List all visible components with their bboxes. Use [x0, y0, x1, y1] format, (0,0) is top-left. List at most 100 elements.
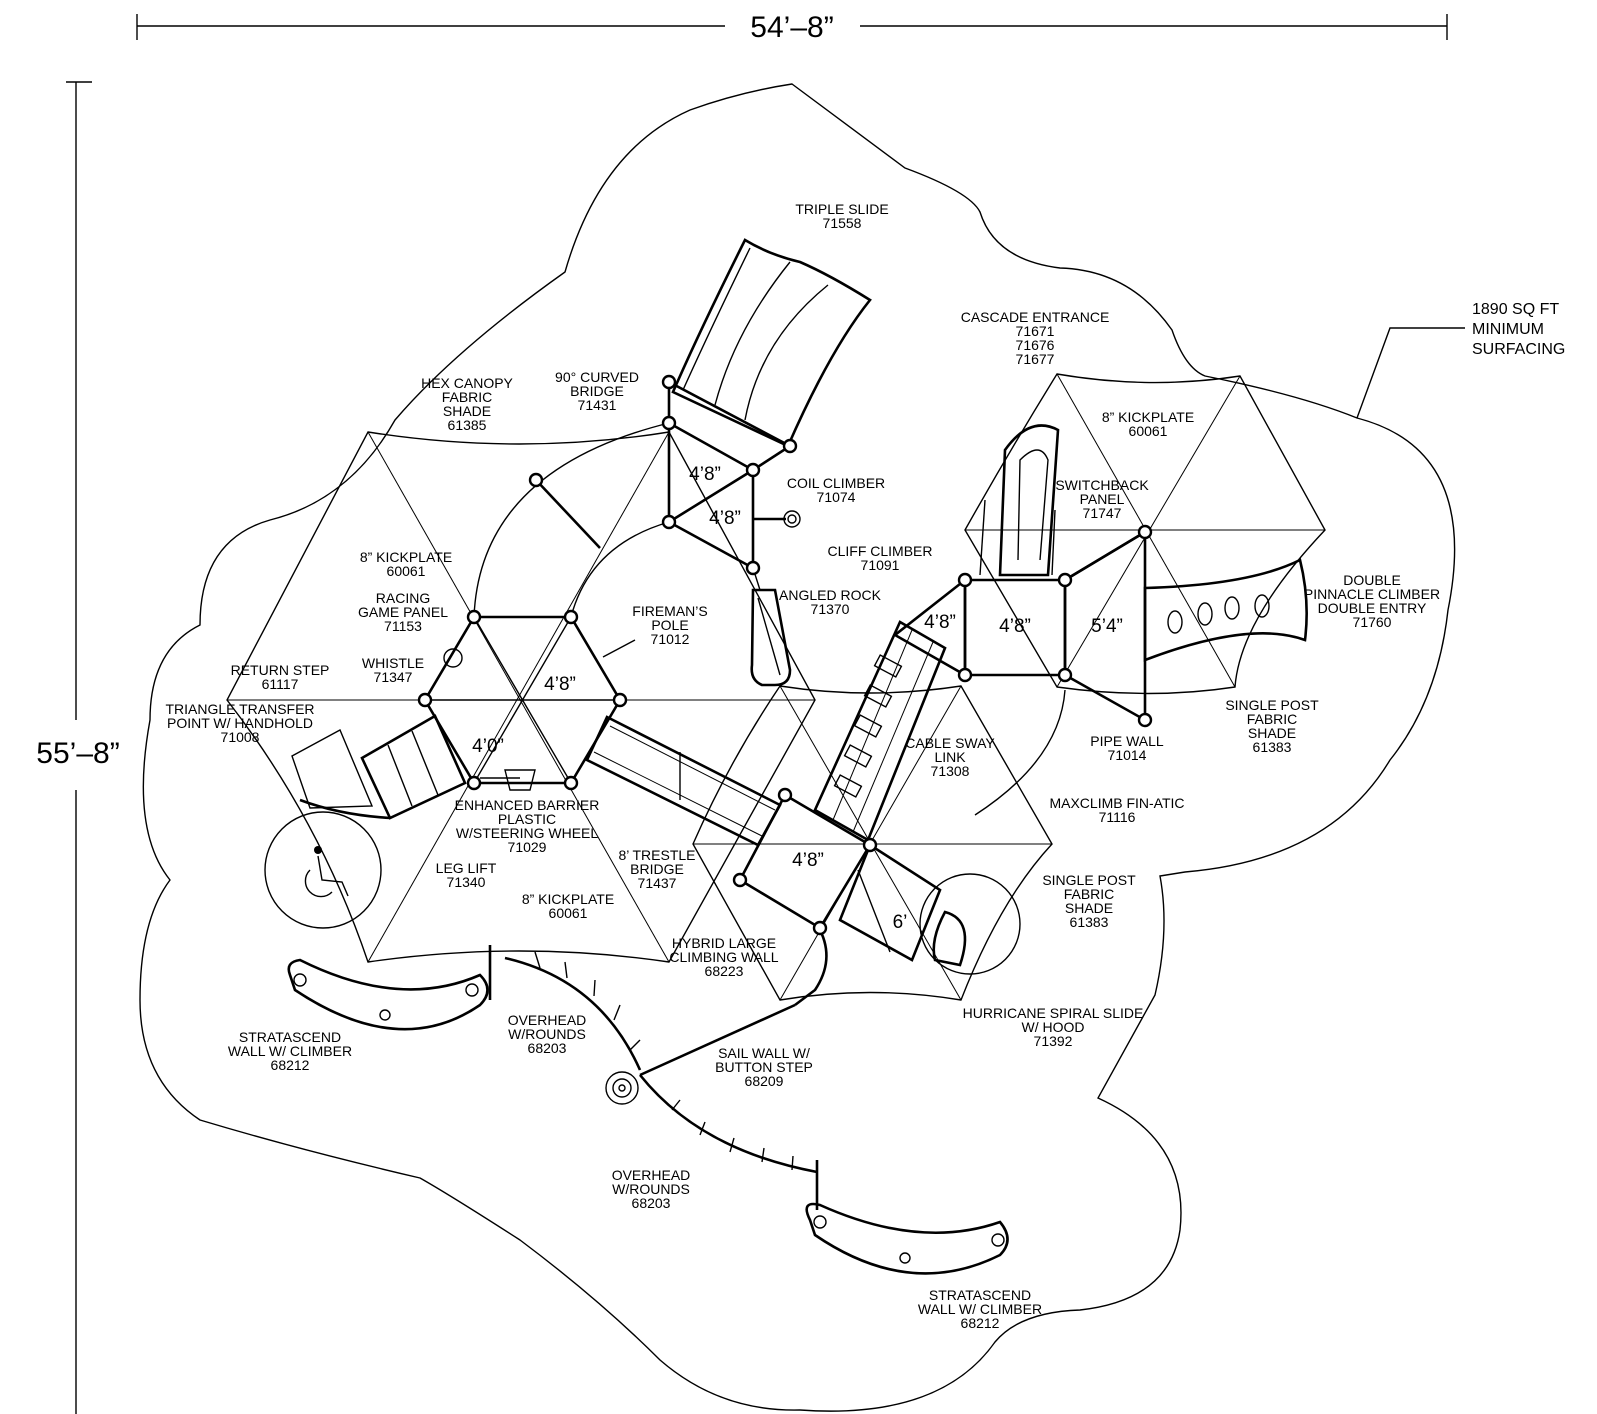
label-line: CASCADE ENTRANCE — [961, 309, 1110, 325]
label-line: BUTTON STEP — [715, 1059, 813, 1075]
label-line: 71747 — [1083, 505, 1122, 521]
height-dimension-text: 55’–8” — [36, 737, 119, 770]
label-line: MAXCLIMB FIN-ATIC — [1049, 795, 1184, 811]
label-line: PIPE WALL — [1090, 733, 1164, 749]
deck-tri-top: 4’8” — [689, 464, 721, 485]
label-line: 61383 — [1253, 739, 1292, 755]
deck-step: 6’ — [893, 912, 908, 933]
label-line: LINK — [934, 749, 966, 765]
label-line: 68212 — [961, 1315, 1000, 1331]
pipe-wall-structure — [1064, 674, 1146, 721]
label-line: GAME PANEL — [358, 604, 448, 620]
label-line: LEG LIFT — [436, 860, 497, 876]
label-line: RACING — [376, 590, 430, 606]
label-line: WALL W/ CLIMBER — [228, 1043, 352, 1059]
label-line: 71340 — [447, 874, 486, 890]
label-line: HYBRID LARGE — [672, 935, 776, 951]
label-line: 71431 — [578, 397, 617, 413]
surfacing-note: 1890 SQ FT MINIMUM SURFACING — [1472, 301, 1565, 358]
label-line: 71347 — [374, 669, 413, 685]
label-line: 8” KICKPLATE — [522, 891, 614, 907]
label-line: POINT W/ HANDHOLD — [167, 715, 313, 731]
label-line: HURRICANE SPIRAL SLIDE — [963, 1005, 1144, 1021]
double-pinnacle-structure — [1143, 558, 1308, 662]
label-line: 71029 — [508, 839, 547, 855]
label-line: 8’ TRESTLE — [618, 847, 695, 863]
label-line: W/ROUNDS — [612, 1181, 690, 1197]
maxclimb-structure — [974, 689, 1066, 816]
label-line: BRIDGE — [570, 383, 624, 399]
label-line: HEX CANOPY — [421, 375, 513, 391]
cable-sway-structure — [813, 620, 947, 842]
label-line: 71116 — [1099, 809, 1136, 825]
label-line: 71760 — [1353, 614, 1392, 630]
label-line: FABRIC — [1064, 886, 1115, 902]
label-line: 71677 — [1016, 351, 1055, 367]
label-line: 60061 — [387, 563, 426, 579]
label-line: 8” KICKPLATE — [360, 549, 452, 565]
label-line: 90° CURVED — [555, 369, 639, 385]
label-line: 68212 — [271, 1057, 310, 1073]
label-line: 71074 — [817, 489, 856, 505]
overhead-rounds — [488, 945, 819, 1210]
trestle-bridge-structure — [585, 715, 782, 847]
label-line: 71014 — [1108, 747, 1147, 763]
accessibility-icon — [264, 811, 382, 929]
deck-right-c: 5’4” — [1091, 616, 1123, 637]
label-line: 71671 — [1016, 323, 1055, 339]
label-line: 71308 — [931, 763, 970, 779]
svg-text:1890 SQ FT: 1890 SQ FT — [1472, 301, 1559, 318]
hurricane-slide-structure: 6’ — [838, 843, 1021, 975]
label-line: DOUBLE — [1343, 572, 1401, 588]
label-line: SINGLE POST — [1042, 872, 1136, 888]
label-line: FIREMAN’S — [632, 603, 707, 619]
label-line: DOUBLE ENTRY — [1318, 600, 1427, 616]
label-line: 71676 — [1016, 337, 1055, 353]
deck-hex-top: 4’8” — [544, 674, 576, 695]
label-line: 61117 — [262, 676, 299, 692]
label-line: OVERHEAD — [612, 1167, 691, 1183]
label-line: 71012 — [651, 631, 690, 647]
label-line: COIL CLIMBER — [787, 475, 885, 491]
label-line: 61383 — [1070, 914, 1109, 930]
label-line: SINGLE POST — [1225, 697, 1319, 713]
label-line: 71558 — [823, 215, 862, 231]
label-line: PANEL — [1080, 491, 1125, 507]
label-line: TRIPLE SLIDE — [795, 201, 888, 217]
lower-deck: 4’8” — [738, 793, 872, 930]
label-line: 68223 — [705, 963, 744, 979]
label-line: 71370 — [811, 601, 850, 617]
deck-right-b: 4’8” — [999, 616, 1031, 637]
label-line: SHADE — [443, 403, 491, 419]
label-line: STRATASCEND — [239, 1029, 341, 1045]
curved-bridge-structure — [473, 422, 670, 618]
deck-lower: 4’8” — [792, 850, 824, 871]
label-line: BRIDGE — [630, 861, 684, 877]
deck-tri-bottom: 4’8” — [709, 508, 741, 529]
firemans-pole-structure — [602, 639, 636, 658]
cascade-entrance-structure — [979, 424, 1060, 577]
label-line: 71392 — [1034, 1033, 1073, 1049]
label-line: 60061 — [1129, 423, 1168, 439]
